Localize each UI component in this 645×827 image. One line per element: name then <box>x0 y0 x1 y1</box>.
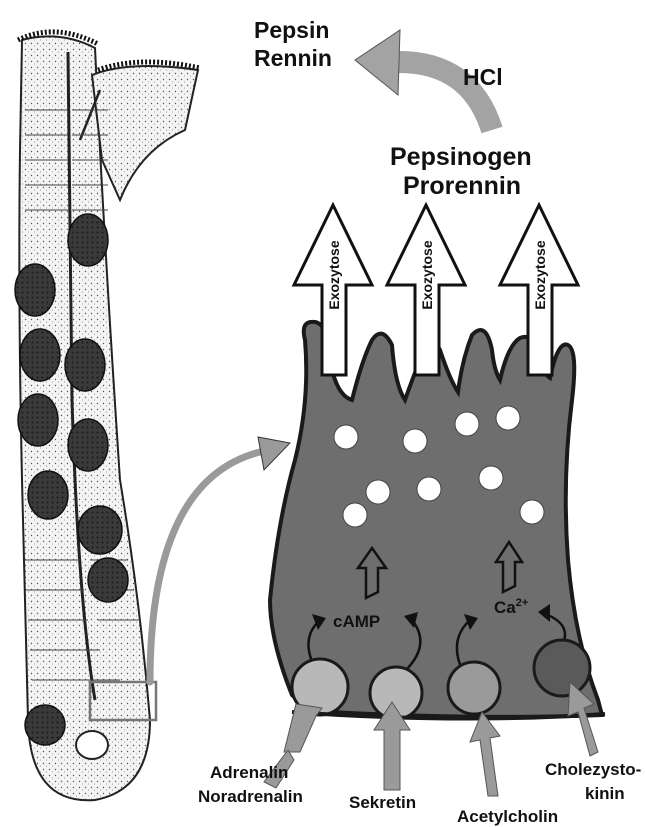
secretory-granule <box>496 406 520 430</box>
exocytosis-arrows: Exozytose Exozytose Exozytose <box>294 205 578 375</box>
stimulus-arrow-acetylcholin <box>470 712 500 796</box>
stimulus-label-sekretin: Sekretin <box>349 793 416 812</box>
stimulus-label-noradrenalin: Noradrenalin <box>198 787 303 806</box>
chief-cell <box>270 322 605 719</box>
magnification-arrow <box>150 452 260 682</box>
secretory-granule <box>403 429 427 453</box>
stimulus-label-cholecystokinin-2: kinin <box>585 784 625 803</box>
gland-fundus-lumen <box>76 731 108 759</box>
exocytosis-label: Exozytose <box>326 240 342 309</box>
parietal-cell <box>88 558 128 602</box>
parietal-cell <box>78 506 122 554</box>
parietal-cell <box>18 394 58 446</box>
parietal-cell <box>65 339 105 391</box>
secretory-granule <box>343 503 367 527</box>
prorennin-label: Prorennin <box>403 172 521 200</box>
secretory-granule <box>366 480 390 504</box>
pepsinogen-label: Pepsinogen <box>390 143 532 171</box>
exocytosis-label: Exozytose <box>419 240 435 309</box>
camp-label: cAMP <box>333 612 380 631</box>
stimulus-arrow-adrenalin <box>284 704 322 752</box>
parietal-cell <box>68 419 108 471</box>
hcl-label: HCl <box>463 64 503 90</box>
pepsin-label: Pepsin <box>254 17 329 43</box>
exocytosis-label: Exozytose <box>532 240 548 309</box>
gastric-gland-illustration <box>15 32 200 800</box>
parietal-cell <box>28 471 68 519</box>
receptor-cholecystokinin <box>534 640 590 696</box>
parietal-cell <box>68 214 108 266</box>
parietal-cell <box>15 264 55 316</box>
gland-right-branch <box>92 66 198 200</box>
stimulus-label-adrenalin: Adrenalin <box>210 763 288 782</box>
secretory-granule <box>520 500 544 524</box>
hcl-conversion-arrowhead <box>355 30 400 95</box>
secretory-granule <box>479 466 503 490</box>
secretory-granule <box>334 425 358 449</box>
parietal-cell <box>20 329 60 381</box>
stimulus-label-acetylcholin: Acetylcholin <box>457 807 558 826</box>
secretory-granule <box>417 477 441 501</box>
receptor-acetylcholine <box>448 662 500 714</box>
parietal-cell <box>25 705 65 745</box>
stimulus-label-cholecystokinin-1: Cholezysto- <box>545 760 641 779</box>
secretory-granule <box>455 412 479 436</box>
magnification-arrowhead <box>258 437 290 470</box>
rennin-label: Rennin <box>254 45 332 71</box>
